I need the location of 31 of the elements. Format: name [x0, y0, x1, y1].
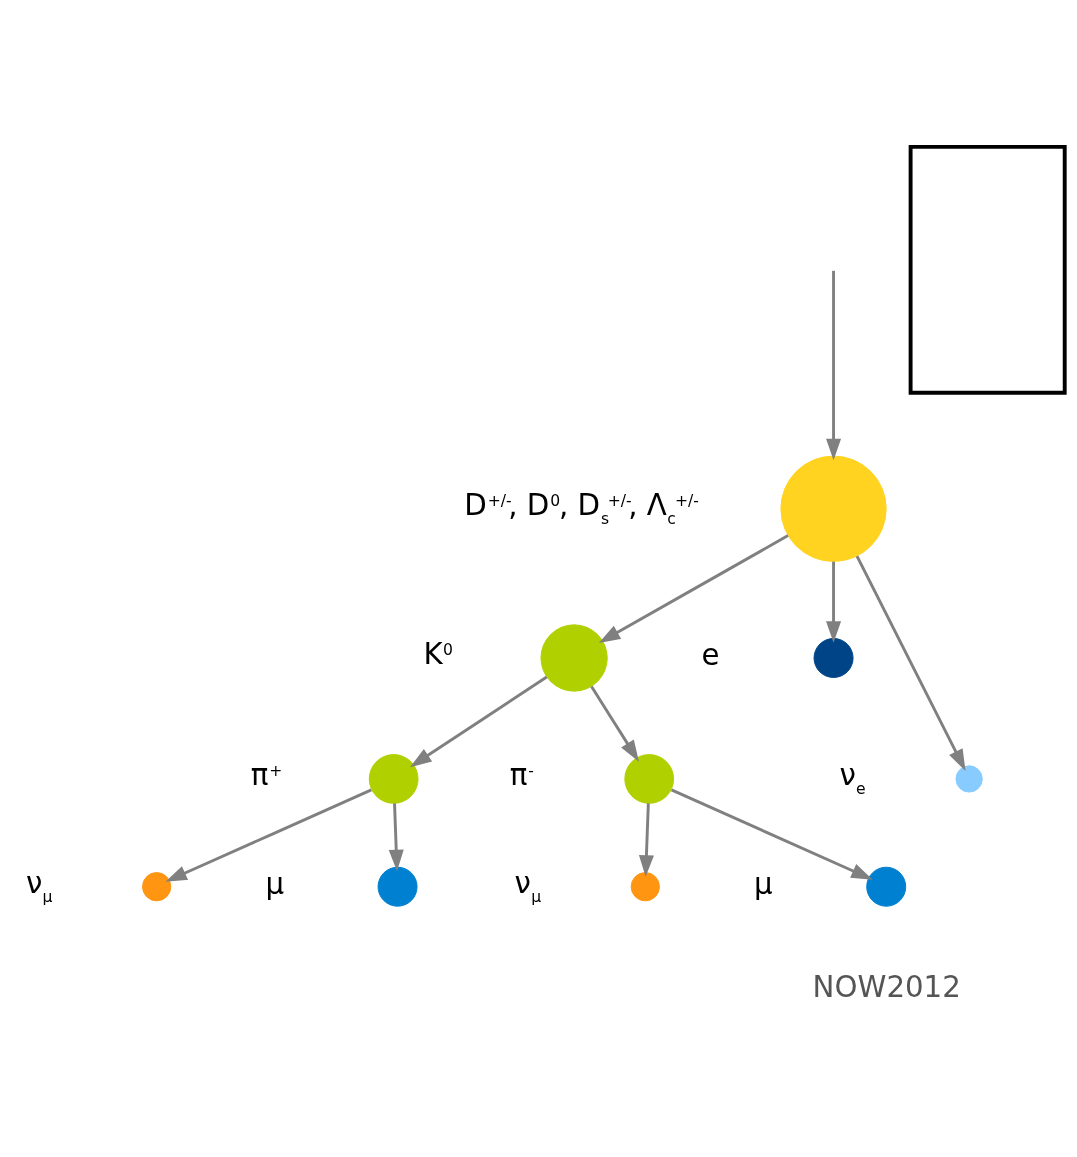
- arrow: [165, 788, 372, 882]
- node-label: ν$_{μ}$: [25, 866, 53, 907]
- arrow: [388, 803, 404, 872]
- node-label: ν$_{μ}$: [514, 866, 542, 907]
- arrow: [590, 685, 639, 762]
- label: NOW2012: [812, 970, 961, 1005]
- arrow: [826, 561, 842, 643]
- node-label: K$^{0}$: [423, 637, 453, 672]
- node-circle: [630, 872, 660, 902]
- node-circle: [377, 866, 418, 907]
- node-label: π$^{+}$: [250, 758, 283, 793]
- node-circle: [780, 455, 887, 562]
- node-circle: [866, 866, 907, 907]
- node-circle: [540, 624, 608, 692]
- arrow: [598, 534, 789, 643]
- arrow: [410, 675, 548, 768]
- node-circle: [142, 872, 172, 902]
- arrow: [638, 803, 654, 877]
- node-label: e: [701, 638, 720, 673]
- arrow: [826, 270, 842, 461]
- arrow: [855, 555, 966, 771]
- arrow: [670, 788, 873, 880]
- node-circle: [368, 754, 419, 804]
- node-circle: [624, 754, 675, 804]
- node-label: μ: [754, 867, 773, 902]
- node-label: μ: [265, 867, 285, 902]
- node-label: ν$_{e}$: [839, 758, 866, 799]
- node-circle: [955, 765, 983, 793]
- node-label: π$^{-}$: [509, 758, 534, 793]
- node-circle: [813, 638, 854, 678]
- node-box: [908, 144, 1067, 395]
